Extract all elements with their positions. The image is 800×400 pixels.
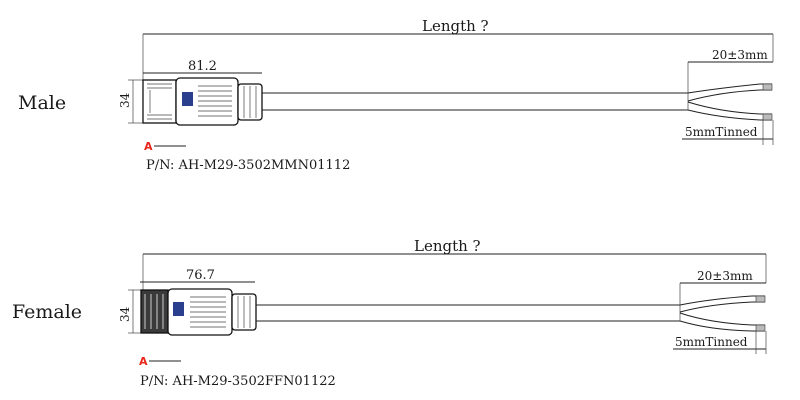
- male-wire-lower: [687, 101, 772, 115]
- male-wire-upper: [687, 83, 772, 94]
- female-wire-upper: [679, 295, 765, 306]
- male-assembly: Male Length ? 81.2 34: [18, 17, 774, 173]
- female-label: Female: [12, 301, 82, 323]
- brand-logo-icon: [182, 92, 193, 106]
- female-section-marker: A: [139, 355, 148, 368]
- female-length-label: Length ?: [414, 237, 481, 255]
- male-height-dim: 34: [118, 92, 132, 108]
- male-section-marker: A: [144, 140, 153, 153]
- brand-logo-icon: [173, 302, 184, 316]
- male-label: Male: [18, 92, 66, 114]
- male-tinned-label: 5mmTinned: [685, 125, 758, 139]
- male-tinned-end-upper: [762, 83, 773, 91]
- female-strip-dim: 20±3mm: [697, 269, 753, 283]
- male-body-dim: 81.2: [188, 59, 217, 74]
- female-part-number: P/N: AH-M29-3502FFN01122: [140, 374, 336, 389]
- female-wire-lower: [679, 312, 765, 326]
- female-body-dim: 76.7: [186, 268, 215, 283]
- female-tinned-label: 5mmTinned: [675, 335, 748, 349]
- male-coupling-nut: [142, 79, 177, 124]
- male-strip-dim: 20±3mm: [712, 48, 768, 62]
- female-height-dim: 34: [118, 306, 132, 322]
- female-connector: [140, 288, 257, 336]
- male-length-label: Length ?: [422, 17, 489, 35]
- male-connector: [142, 77, 263, 126]
- female-tinned-end-upper: [755, 295, 766, 303]
- male-tinned-end-lower: [762, 113, 773, 121]
- female-tinned-end-lower: [755, 324, 766, 332]
- female-assembly: Female Length ? 76.7 34: [12, 237, 767, 389]
- male-part-number: P/N: AH-M29-3502MMN01112: [146, 158, 350, 173]
